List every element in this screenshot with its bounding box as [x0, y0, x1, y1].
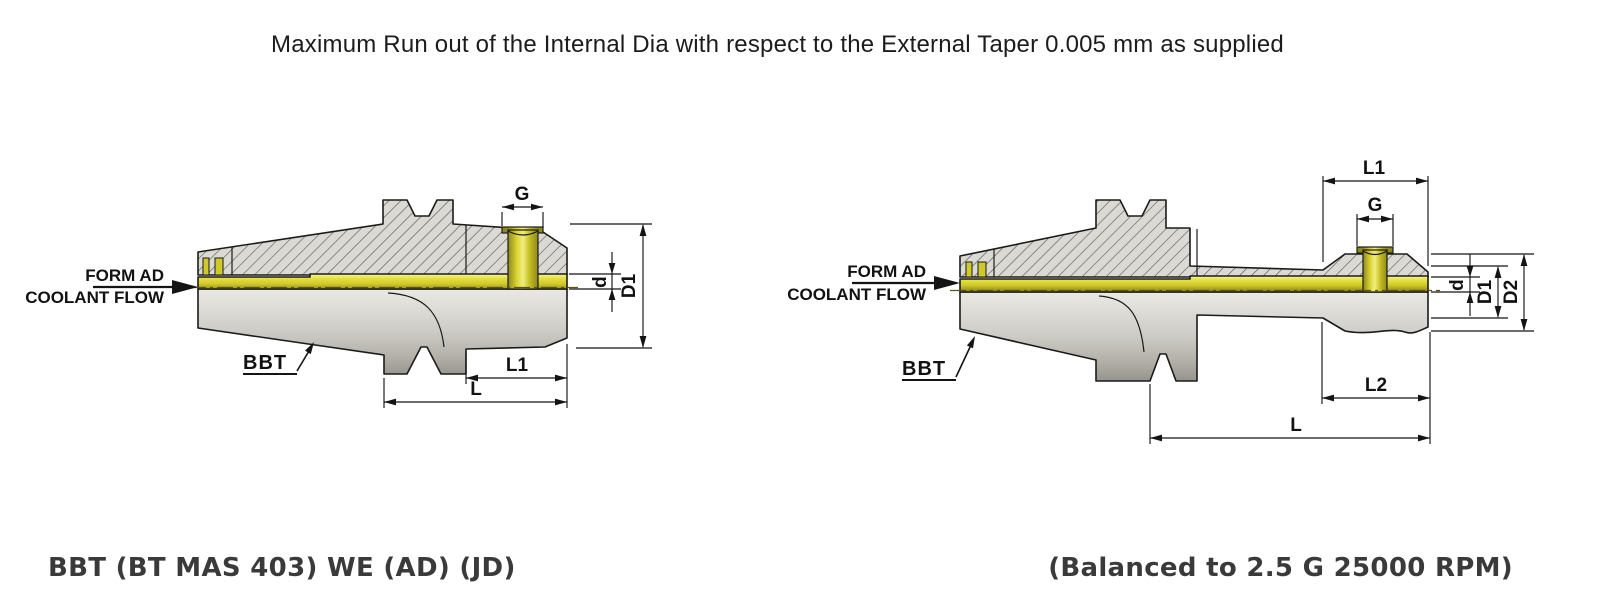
left-bbt-callout: BBT: [243, 342, 314, 375]
right-balance-caption: (Balanced to 2.5 G 25000 RPM): [1048, 553, 1513, 583]
left-dimensions: G d D1 L1 L: [383, 184, 652, 408]
left-dim-label-G: G: [515, 184, 530, 205]
right-dim-L1: [1322, 176, 1429, 266]
left-bbt-label: BBT: [243, 352, 287, 374]
left-dim-d: [569, 252, 621, 312]
right-dim-L: [1149, 384, 1431, 444]
left-coolant-arrow-head: [172, 280, 198, 294]
left-holder-drawing: G d D1 L1 L FORM AD COOLANT FLOW BBT: [25, 184, 652, 408]
right-coolant-flow-callout: FORM AD COOLANT FLOW: [787, 262, 960, 304]
right-dim-label-d: d: [1447, 279, 1468, 291]
left-dim-label-D1: D1: [619, 273, 640, 298]
left-coolant-flow-label: COOLANT FLOW: [25, 288, 165, 307]
left-coolant-port: [507, 229, 539, 290]
left-coolant-channel: [197, 273, 568, 290]
right-holder-drawing: L1 G d D1 D2 L2 L FORM AD COOLANT FLOW B…: [787, 158, 1534, 444]
right-dim-label-G: G: [1368, 195, 1383, 216]
left-coolant-flow-callout: FORM AD COOLANT FLOW: [25, 266, 198, 307]
left-product-caption: BBT (BT MAS 403) WE (AD) (JD): [48, 553, 516, 583]
right-form-ad-label: FORM AD: [847, 262, 926, 281]
right-coolant-flow-label: COOLANT FLOW: [787, 285, 927, 304]
right-bbt-label: BBT: [902, 358, 946, 380]
right-dim-label-L1: L1: [1363, 158, 1386, 179]
left-dim-D1: [570, 223, 652, 349]
right-dim-label-D1: D1: [1475, 279, 1496, 304]
left-dim-L: [383, 378, 568, 408]
left-dim-G: [501, 203, 544, 228]
left-holder-lower-half: [197, 288, 568, 375]
right-thread-slot-2: [977, 261, 987, 278]
right-dim-D2: [1431, 253, 1534, 332]
right-dim-label-D2: D2: [1501, 280, 1522, 304]
left-holder-upper-half-hatch: [197, 199, 568, 276]
left-holder-body: [190, 199, 578, 375]
left-dim-L1: [465, 344, 568, 384]
right-dim-L2: [1321, 322, 1431, 404]
right-holder-lower-half: [959, 291, 1429, 382]
left-port-countersink-arc: [507, 230, 539, 236]
right-holder-body: [950, 199, 1440, 382]
left-bbt-leader: [296, 350, 310, 372]
right-coolant-port: [1362, 249, 1388, 293]
right-dim-G: [1356, 214, 1394, 246]
right-bbt-leader: [955, 344, 972, 378]
right-dimensions: L1 G d D1 D2 L2 L: [1149, 158, 1534, 444]
left-bbt-leader-arrow: [305, 342, 314, 355]
right-dim-label-L2: L2: [1365, 375, 1387, 396]
right-dim-label-L: L: [1290, 415, 1302, 436]
right-coolant-channel: [959, 275, 1429, 293]
left-form-ad-label: FORM AD: [85, 266, 164, 285]
left-flange-blend-arc: [387, 292, 445, 348]
right-thread-slot-1: [965, 261, 973, 278]
right-holder-upper-half-hatch: [959, 199, 1429, 278]
left-thread-slot-2: [214, 257, 224, 276]
right-dim-D1: [1431, 265, 1508, 319]
left-thread-slot-1: [202, 257, 210, 276]
page-title: Maximum Run out of the Internal Dia with…: [271, 31, 1284, 58]
right-dim-d: [1431, 254, 1480, 316]
right-port-countersink-arc: [1362, 250, 1388, 256]
left-dim-label-d: d: [590, 276, 611, 288]
right-bbt-leader-arrow: [966, 336, 975, 349]
right-flange-blend-arc: [1098, 295, 1145, 353]
right-coolant-arrow-head: [934, 276, 960, 290]
right-bbt-callout: BBT: [902, 336, 975, 381]
left-dim-label-L: L: [470, 379, 482, 400]
left-dim-label-L1: L1: [506, 355, 529, 376]
